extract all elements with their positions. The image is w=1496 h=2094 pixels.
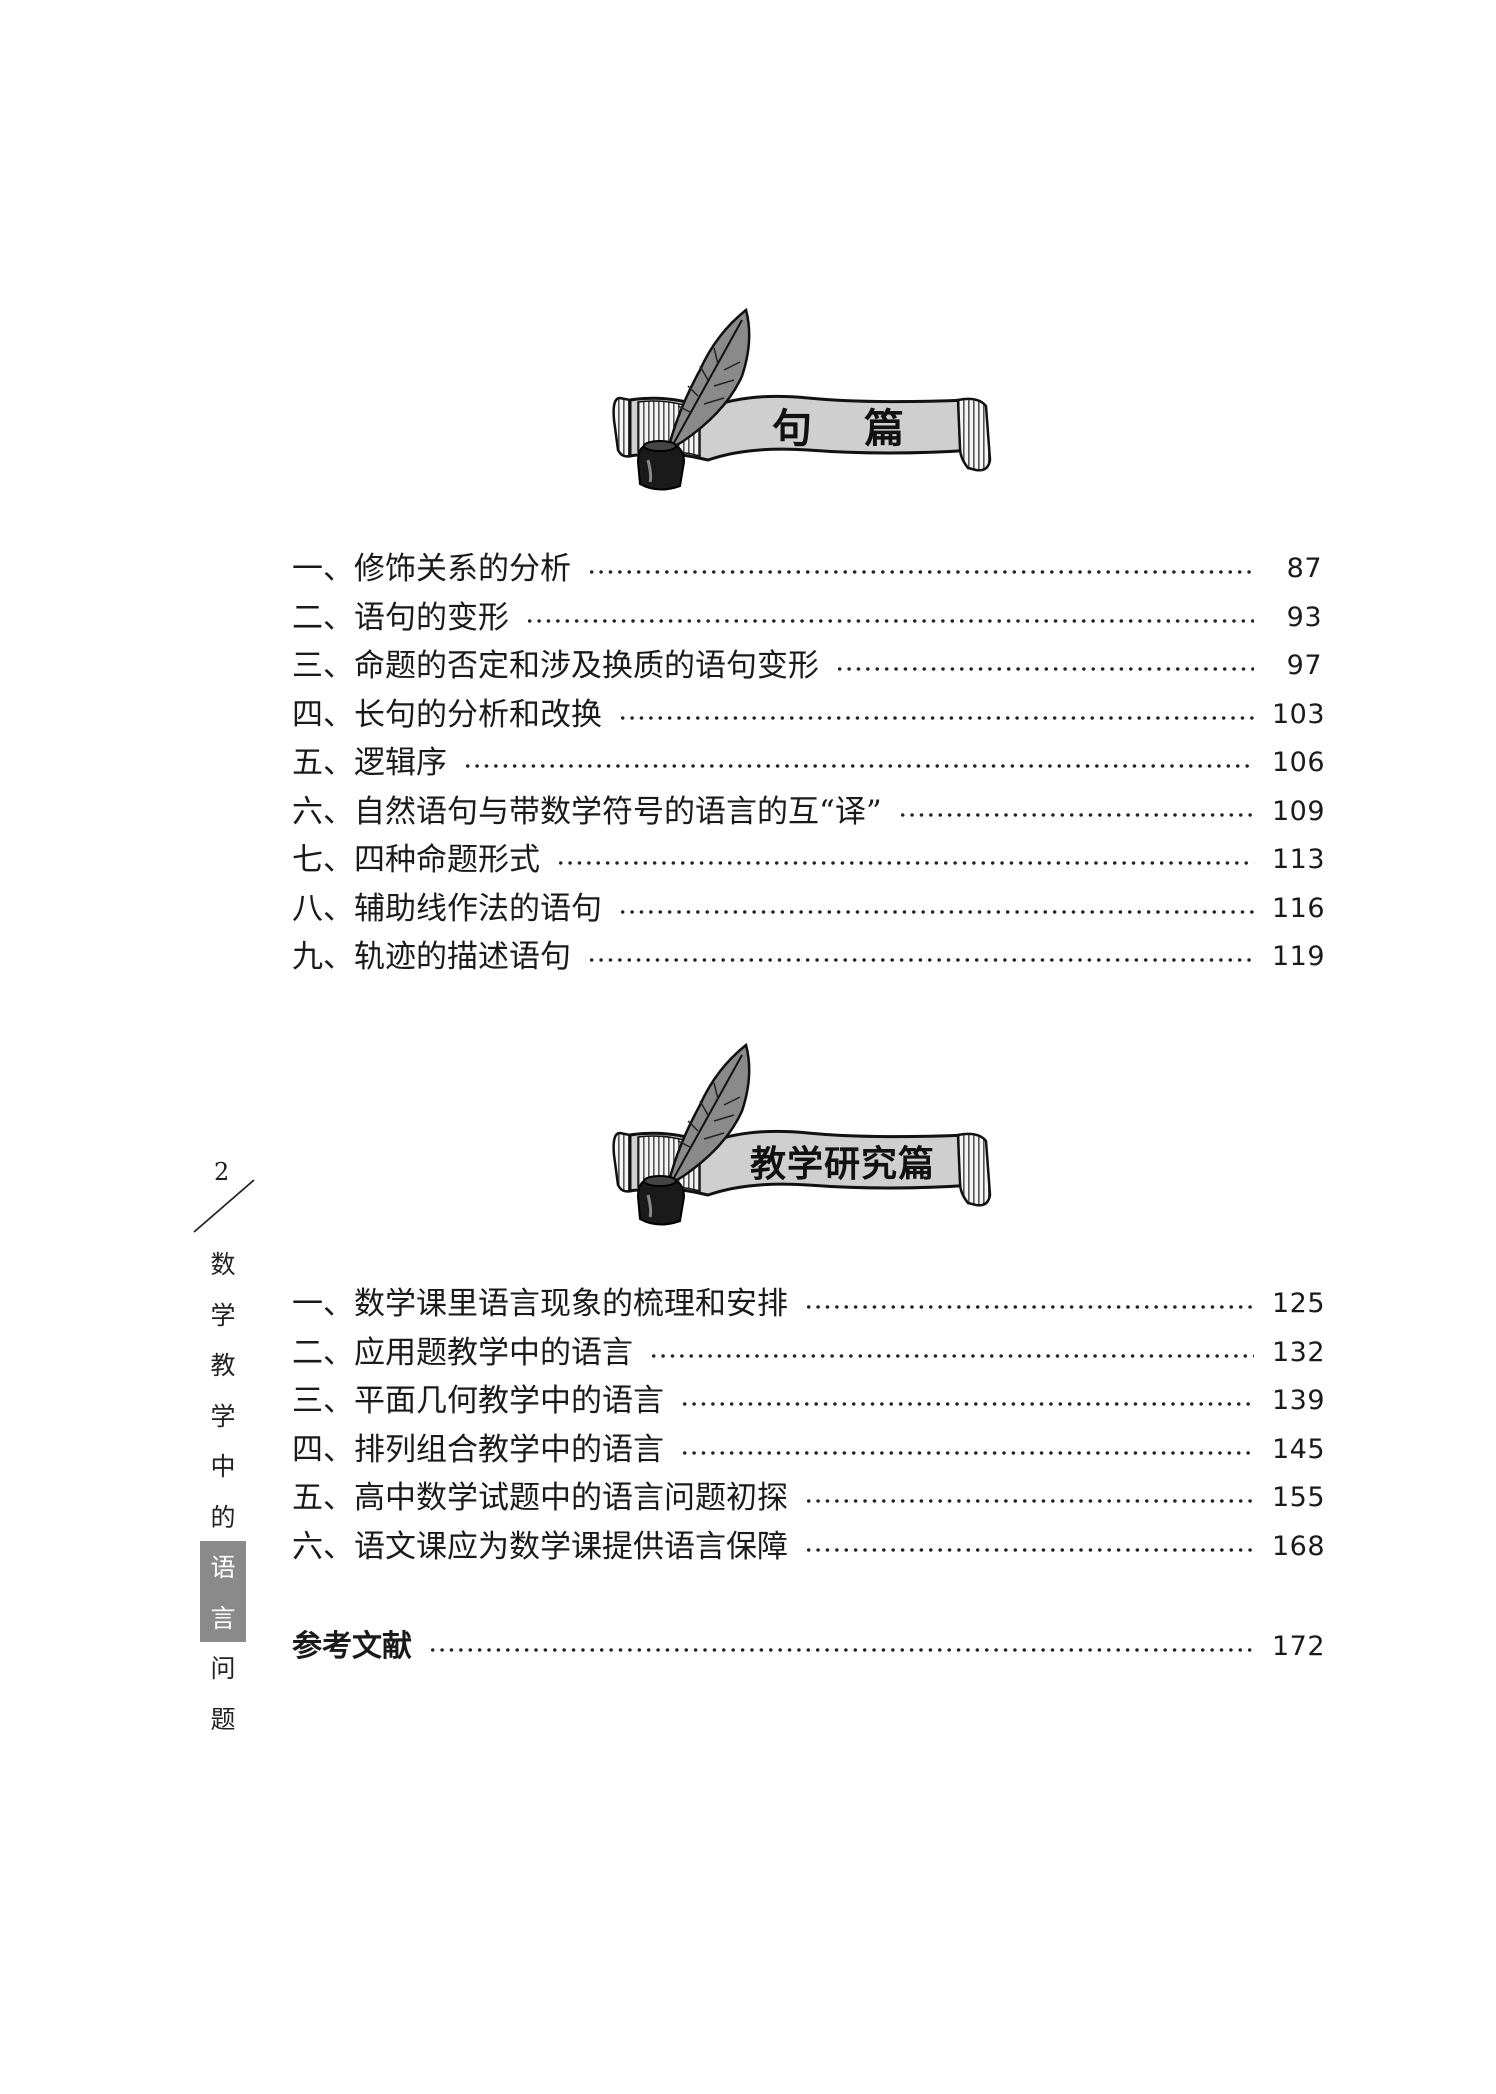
entry-title: 二、语句的变形: [292, 599, 509, 636]
entry-page: 145: [1272, 1433, 1326, 1465]
banner-title: 句 篇: [772, 406, 910, 452]
entry-page: 132: [1272, 1336, 1326, 1368]
book-title-char: 数: [210, 1250, 236, 1280]
entry-title: 四、长句的分析和改换: [292, 696, 602, 733]
dot-leader: [525, 618, 1254, 623]
dot-leader: [428, 1648, 1254, 1653]
toc-entry[interactable]: 七、四种命题形式 113: [292, 836, 1326, 885]
book-title-char-highlighted: 语: [200, 1541, 246, 1592]
entry-title: 五、逻辑序: [292, 745, 447, 782]
toc-entry[interactable]: 一、数学课里语言现象的梳理和安排 125: [292, 1280, 1326, 1329]
toc-entry[interactable]: 三、命题的否定和涉及换质的语句变形 97: [292, 642, 1322, 691]
dot-leader: [587, 958, 1254, 963]
dot-leader: [835, 667, 1254, 672]
entry-page: 97: [1286, 650, 1322, 682]
dot-leader: [804, 1305, 1254, 1310]
toc-entry[interactable]: 四、长句的分析和改换 103: [292, 691, 1326, 740]
entry-page: 139: [1272, 1385, 1326, 1417]
entry-title: 八、辅助线作法的语句: [292, 890, 602, 927]
references-title: 参考文献: [292, 1629, 412, 1665]
entry-page: 87: [1286, 553, 1322, 585]
section-banner-teaching-research: 教学研究篇: [608, 1035, 1008, 1235]
toc-entry-references[interactable]: 参考文献 172: [292, 1623, 1326, 1672]
book-title-char: 中: [210, 1452, 236, 1482]
book-title-vertical: 数 学 教 学 中 的 语 言 问 题: [200, 1238, 246, 1743]
entry-page: 103: [1272, 698, 1326, 730]
entry-page: 93: [1286, 601, 1322, 633]
dot-leader: [587, 570, 1254, 575]
entry-title: 一、修饰关系的分析: [292, 551, 571, 588]
section-banner-sentence: 句 篇: [608, 300, 1008, 500]
dot-leader: [897, 812, 1254, 817]
entry-page: 113: [1272, 844, 1326, 876]
entry-page: 116: [1272, 892, 1326, 924]
quill-scroll-icon: [612, 1042, 992, 1226]
entry-title: 三、命题的否定和涉及换质的语句变形: [292, 648, 819, 685]
dot-leader: [680, 1450, 1254, 1455]
dot-leader: [618, 715, 1254, 720]
entry-title: 六、语文课应为数学课提供语言保障: [292, 1528, 788, 1565]
entry-title: 一、数学课里语言现象的梳理和安排: [292, 1286, 788, 1323]
book-title-char: 的: [210, 1502, 236, 1532]
toc-references: 参考文献 172: [292, 1623, 1326, 1672]
quill-scroll-icon: [612, 307, 992, 491]
banner-title: 教学研究篇: [750, 1144, 936, 1185]
toc-entry[interactable]: 二、语句的变形 93: [292, 594, 1322, 643]
book-title-char: 问: [210, 1654, 236, 1684]
toc-entry[interactable]: 九、轨迹的描述语句 119: [292, 933, 1326, 982]
toc-entry[interactable]: 四、排列组合教学中的语言 145: [292, 1426, 1326, 1475]
book-title-char: 学: [210, 1300, 236, 1330]
divider-slash: [193, 1179, 255, 1233]
references-page: 172: [1272, 1631, 1326, 1663]
dot-leader: [804, 1499, 1254, 1504]
entry-page: 155: [1272, 1482, 1326, 1514]
entry-title: 二、应用题教学中的语言: [292, 1334, 633, 1371]
entry-title: 九、轨迹的描述语句: [292, 939, 571, 976]
toc-section-teaching-research: 一、数学课里语言现象的梳理和安排 125 二、应用题教学中的语言 132 三、平面几…: [292, 1280, 1326, 1572]
entry-page: 109: [1272, 795, 1326, 827]
toc-entry[interactable]: 八、辅助线作法的语句 116: [292, 885, 1326, 934]
toc-entry[interactable]: 五、高中数学试题中的语言问题初探 155: [292, 1474, 1326, 1523]
book-title-char-highlighted: 言: [200, 1591, 246, 1642]
page-number: 2: [214, 1158, 230, 1186]
toc-entry[interactable]: 六、自然语句与带数学符号的语言的互“译” 109: [292, 788, 1326, 837]
entry-title: 七、四种命题形式: [292, 842, 540, 879]
toc-entry[interactable]: 六、语文课应为数学课提供语言保障 168: [292, 1523, 1326, 1572]
entry-page: 106: [1272, 747, 1326, 779]
dot-leader: [680, 1402, 1254, 1407]
book-title-char: 学: [210, 1401, 236, 1431]
entry-page: 119: [1272, 941, 1326, 973]
entry-title: 三、平面几何教学中的语言: [292, 1383, 664, 1420]
dot-leader: [649, 1353, 1254, 1358]
dot-leader: [618, 909, 1254, 914]
dot-leader: [556, 861, 1254, 866]
entry-page: 168: [1272, 1530, 1326, 1562]
toc-entry[interactable]: 二、应用题教学中的语言 132: [292, 1329, 1326, 1378]
toc-entry[interactable]: 三、平面几何教学中的语言 139: [292, 1377, 1326, 1426]
entry-title: 五、高中数学试题中的语言问题初探: [292, 1480, 788, 1517]
entry-page: 125: [1272, 1288, 1326, 1320]
entry-title: 六、自然语句与带数学符号的语言的互“译”: [292, 793, 882, 830]
entry-title: 四、排列组合教学中的语言: [292, 1431, 664, 1468]
book-title-char: 教: [210, 1351, 236, 1381]
dot-leader: [463, 764, 1254, 769]
dot-leader: [804, 1547, 1254, 1552]
toc-entry[interactable]: 五、逻辑序 106: [292, 739, 1326, 788]
toc-section-sentence: 一、修饰关系的分析 87 二、语句的变形 93 三、命题的否定和涉及换质的语句变形 9…: [292, 545, 1326, 982]
book-title-char: 题: [210, 1704, 236, 1734]
toc-entry[interactable]: 一、修饰关系的分析 87: [292, 545, 1322, 594]
